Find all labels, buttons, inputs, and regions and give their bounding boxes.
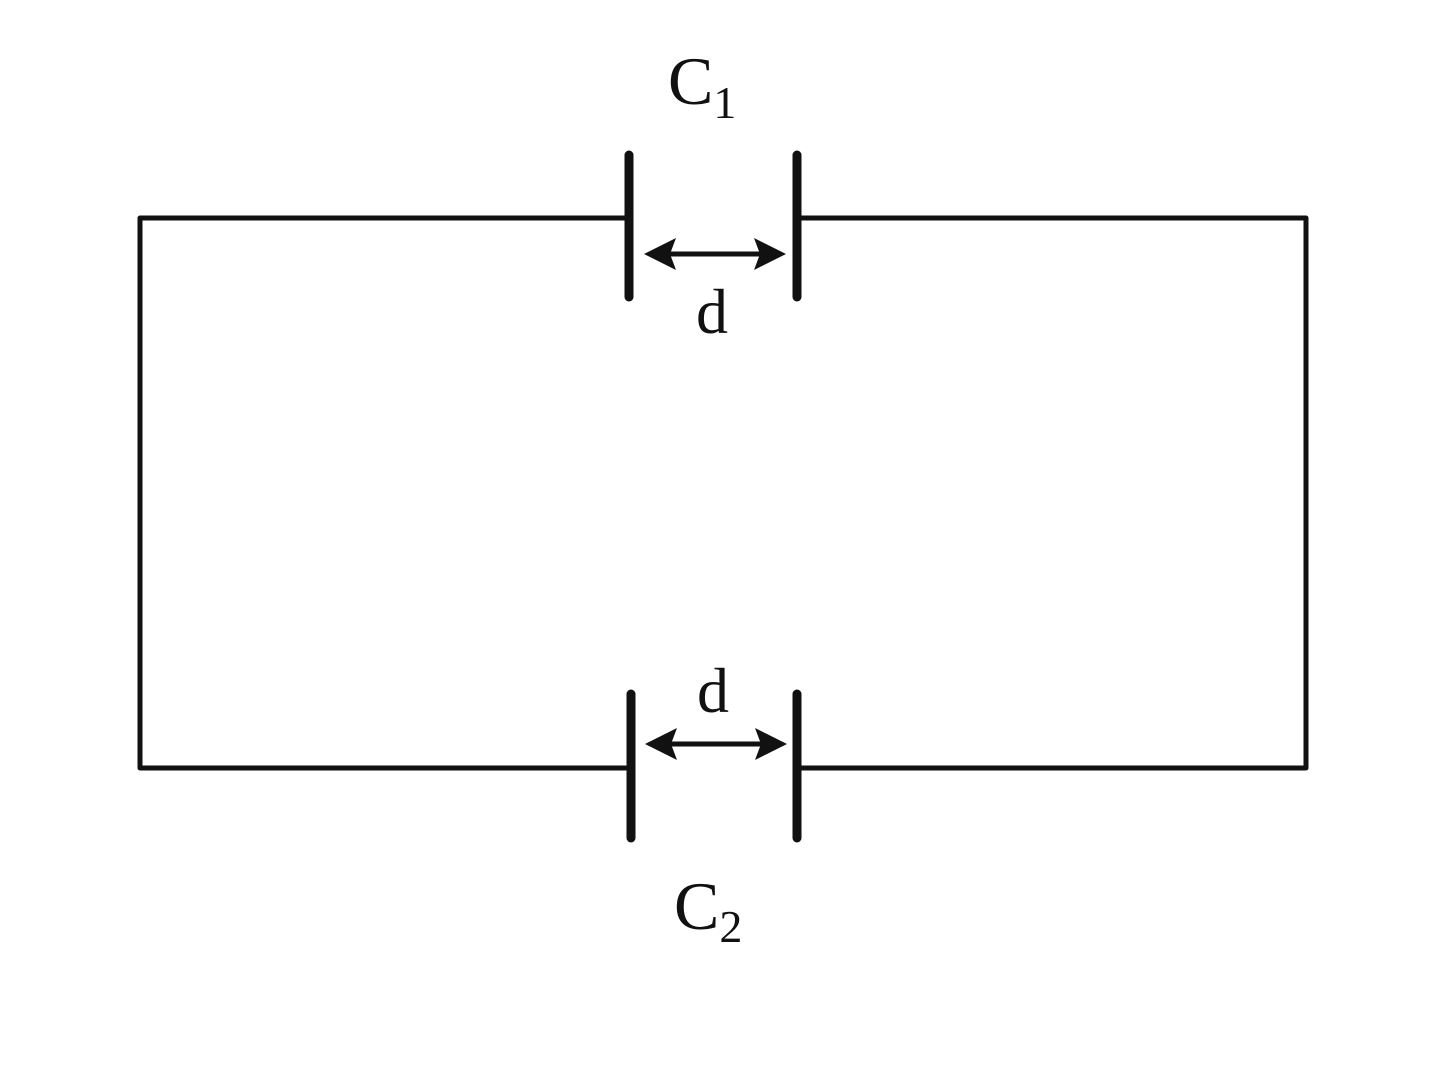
- c2-gap-label: d: [697, 655, 729, 726]
- top-right-wire: [794, 215, 1309, 771]
- capacitor-c1: d C1: [624, 43, 802, 347]
- c2-label: C2: [674, 868, 742, 952]
- top-left-wire: [137, 215, 634, 771]
- c1-gap-arrow: [644, 238, 786, 270]
- c1-label-subscript: 1: [713, 77, 736, 128]
- c1-gap-label: d: [696, 276, 728, 347]
- c1-label-name: C: [668, 43, 713, 119]
- c2-label-subscript: 2: [719, 901, 742, 952]
- c2-gap-arrow: [645, 728, 787, 760]
- c2-gap-arrowhead-right: [755, 728, 787, 760]
- c1-gap-arrowhead-right: [754, 238, 786, 270]
- c2-label-name: C: [674, 868, 719, 944]
- c1-gap-arrowhead-left: [644, 238, 676, 270]
- c1-label: C1: [668, 43, 736, 128]
- c2-gap-arrowhead-left: [645, 728, 677, 760]
- capacitor-c2: d C2: [626, 655, 802, 952]
